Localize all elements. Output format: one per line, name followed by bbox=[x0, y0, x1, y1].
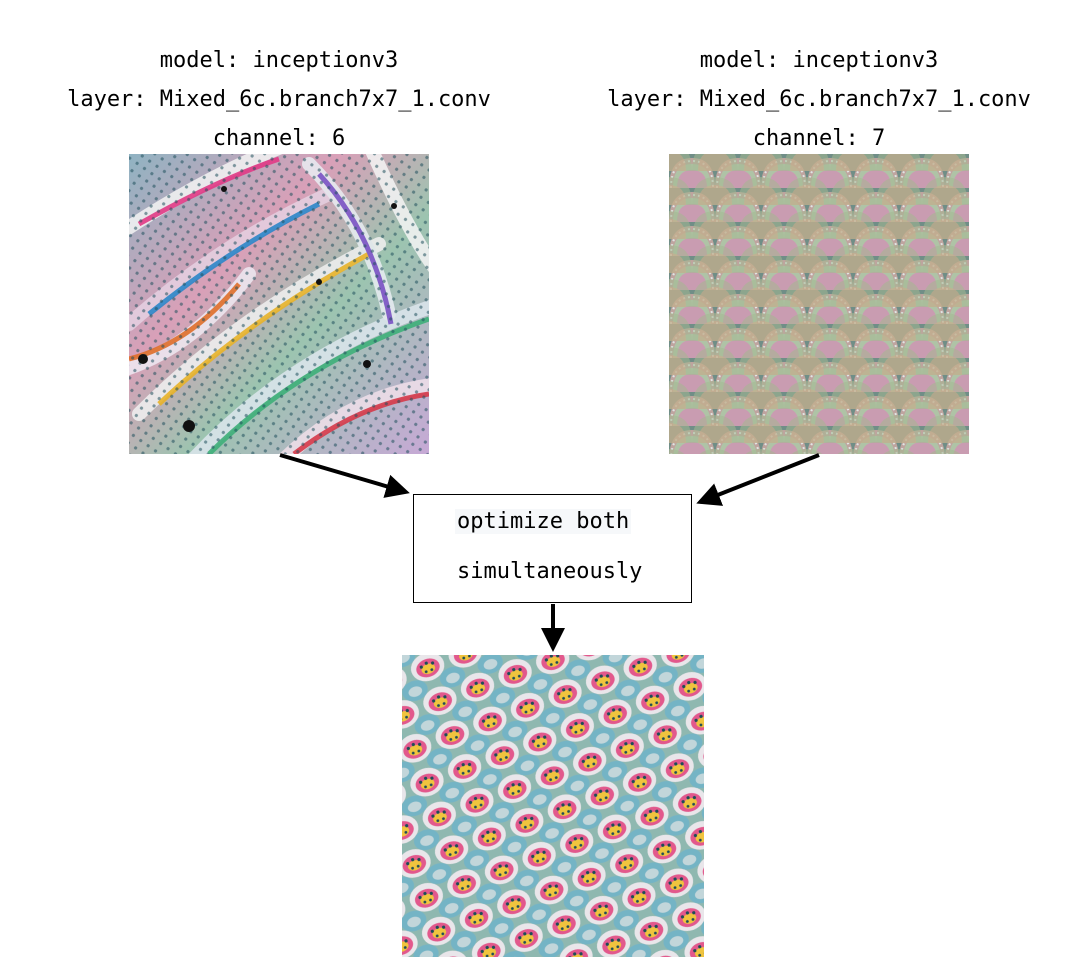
operation-label-line2: simultaneously bbox=[457, 559, 643, 584]
left-model-label: model: inceptionv3 bbox=[159, 48, 399, 73]
right-model-label: model: inceptionv3 bbox=[699, 48, 939, 73]
right-layer-label: layer: Mixed_6c.branch7x7_1.conv bbox=[607, 87, 1031, 112]
right-channel-label: channel: 7 bbox=[752, 126, 886, 151]
left-channel-image bbox=[129, 154, 429, 454]
arrow-left-to-operation bbox=[279, 453, 410, 498]
combined-result-image bbox=[402, 655, 704, 957]
left-layer-label: layer: Mixed_6c.branch7x7_1.conv bbox=[67, 87, 491, 112]
operation-label-line1: optimize both bbox=[455, 509, 632, 534]
right-channel-image bbox=[669, 154, 969, 454]
operation-box: optimize both simultaneously bbox=[413, 494, 692, 603]
left-channel-label: channel: 6 bbox=[212, 126, 346, 151]
left-caption: model: inceptionv3 layer: Mixed_6c.branc… bbox=[29, 41, 529, 158]
arrow-right-to-operation bbox=[696, 453, 820, 506]
right-caption: model: inceptionv3 layer: Mixed_6c.branc… bbox=[569, 41, 1069, 158]
